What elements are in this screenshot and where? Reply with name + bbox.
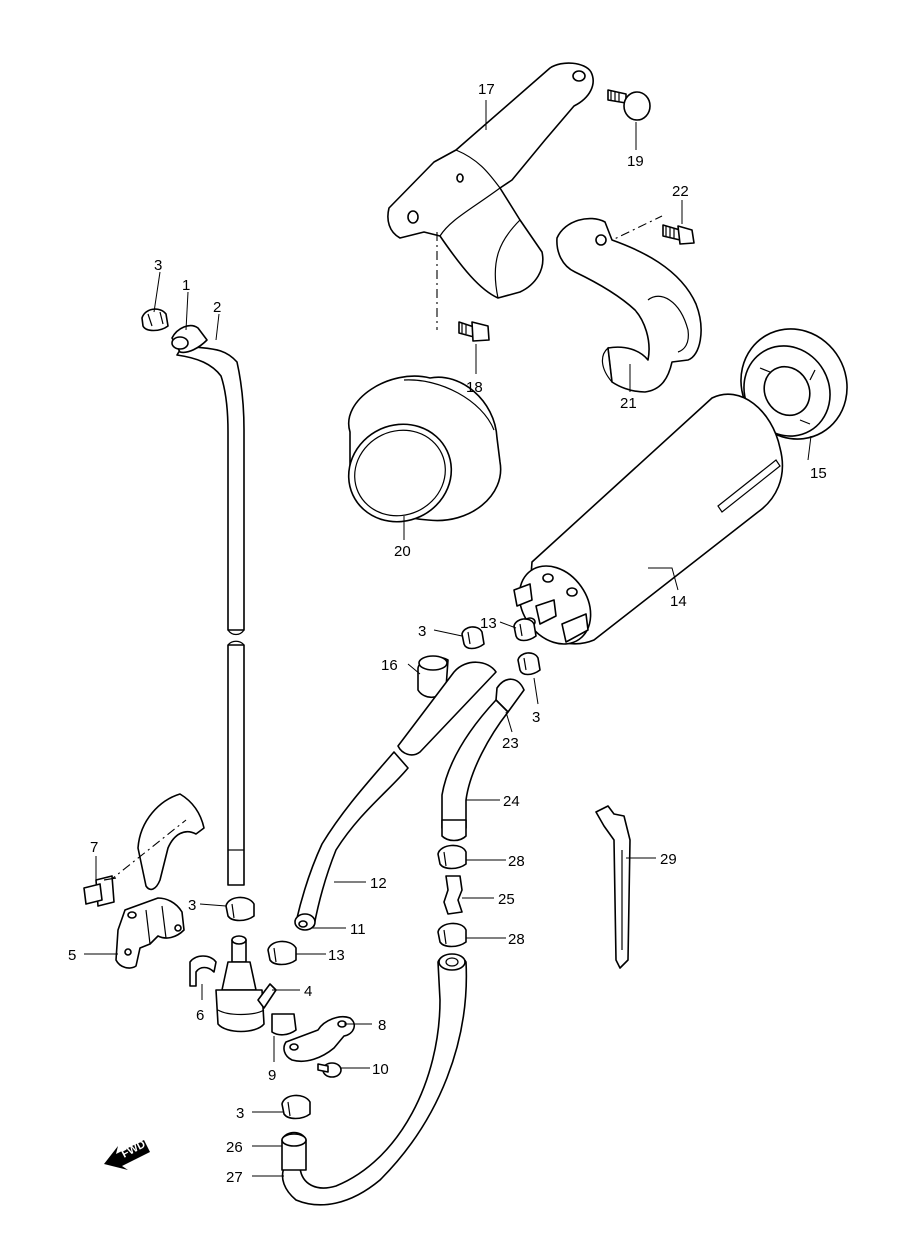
hose-clamp: [281, 1094, 311, 1120]
fwd-arrow: FWD: [104, 1138, 150, 1170]
bracket-lower: [556, 217, 702, 393]
callout-10: 10: [372, 1061, 389, 1078]
callout-3: 3: [236, 1105, 244, 1122]
bracket-5: [115, 897, 185, 969]
clip-6: [189, 955, 217, 987]
callout-11: 11: [350, 921, 366, 938]
callout-3: 3: [418, 623, 426, 640]
callout-13: 13: [328, 947, 345, 964]
callout-29: 29: [660, 851, 677, 868]
fuel-pump: [513, 393, 784, 645]
screw-10: [317, 1062, 342, 1078]
hose-clamp: [517, 652, 541, 676]
hose-clamp: [461, 626, 485, 650]
callout-23: 23: [502, 735, 519, 752]
hose-clamp: [437, 844, 467, 870]
pump-cushion: [347, 375, 502, 523]
hose-clamp: [225, 896, 255, 922]
callout-19: 19: [627, 153, 644, 170]
hose-end: [495, 678, 525, 713]
hose-end: [171, 324, 208, 354]
hose-clamp: [513, 618, 537, 642]
callout-20: 20: [394, 543, 411, 560]
callout-27: 27: [226, 1169, 243, 1186]
callout-28: 28: [508, 931, 525, 948]
hose-end: [281, 1131, 307, 1171]
bolt-18: [458, 321, 490, 342]
callout-15: 15: [810, 465, 827, 482]
callout-7: 7: [90, 839, 98, 856]
callout-25: 25: [498, 891, 515, 908]
callout-18: 18: [466, 379, 483, 396]
fuel-hose-long: [176, 344, 245, 886]
callout-24: 24: [503, 793, 520, 810]
fuel-hose-27: [281, 953, 468, 1206]
callout-21: 21: [620, 395, 637, 412]
callout-6: 6: [196, 1007, 204, 1024]
callout-16: 16: [381, 657, 398, 674]
fuel-hose-12: [294, 661, 497, 931]
callout-26: 26: [226, 1139, 243, 1156]
centerline: [603, 215, 663, 245]
hose-clamp: [267, 940, 297, 966]
bolt-22: [662, 224, 695, 245]
hose-clamp: [437, 922, 467, 948]
callout-28: 28: [508, 853, 525, 870]
leader-lines: [84, 100, 812, 1177]
callout-9: 9: [268, 1067, 276, 1084]
callout-17: 17: [478, 81, 495, 98]
callout-5: 5: [68, 947, 76, 964]
mount-arm: [107, 793, 205, 891]
bracket-upper: [387, 62, 594, 299]
fuel-hose-24: [441, 699, 509, 842]
hose-joint: [443, 875, 463, 915]
cable-tie: [595, 805, 631, 969]
callout-14: 14: [670, 593, 687, 610]
callout-3: 3: [154, 257, 162, 274]
callout-22: 22: [672, 183, 689, 200]
clip-9: [271, 1013, 297, 1036]
hose-clamp: [141, 308, 169, 332]
fuel-valve: [215, 935, 277, 1033]
callout-numbers: 3 1 2 17 19 22 18 21 15 20 14 3 13 16 3 …: [68, 81, 827, 1186]
callout-12: 12: [370, 875, 387, 892]
bracket-8: [283, 1015, 356, 1063]
bolt-19: [607, 89, 651, 121]
callout-1: 1: [182, 277, 190, 294]
callout-4: 4: [304, 983, 312, 1000]
end-cap: [740, 328, 848, 440]
hose-cap: [417, 655, 449, 699]
callout-3: 3: [532, 709, 540, 726]
callout-13: 13: [480, 615, 497, 632]
callout-8: 8: [378, 1017, 386, 1034]
callout-3: 3: [188, 897, 196, 914]
bolt-7: [83, 875, 117, 907]
callout-2: 2: [213, 299, 221, 316]
